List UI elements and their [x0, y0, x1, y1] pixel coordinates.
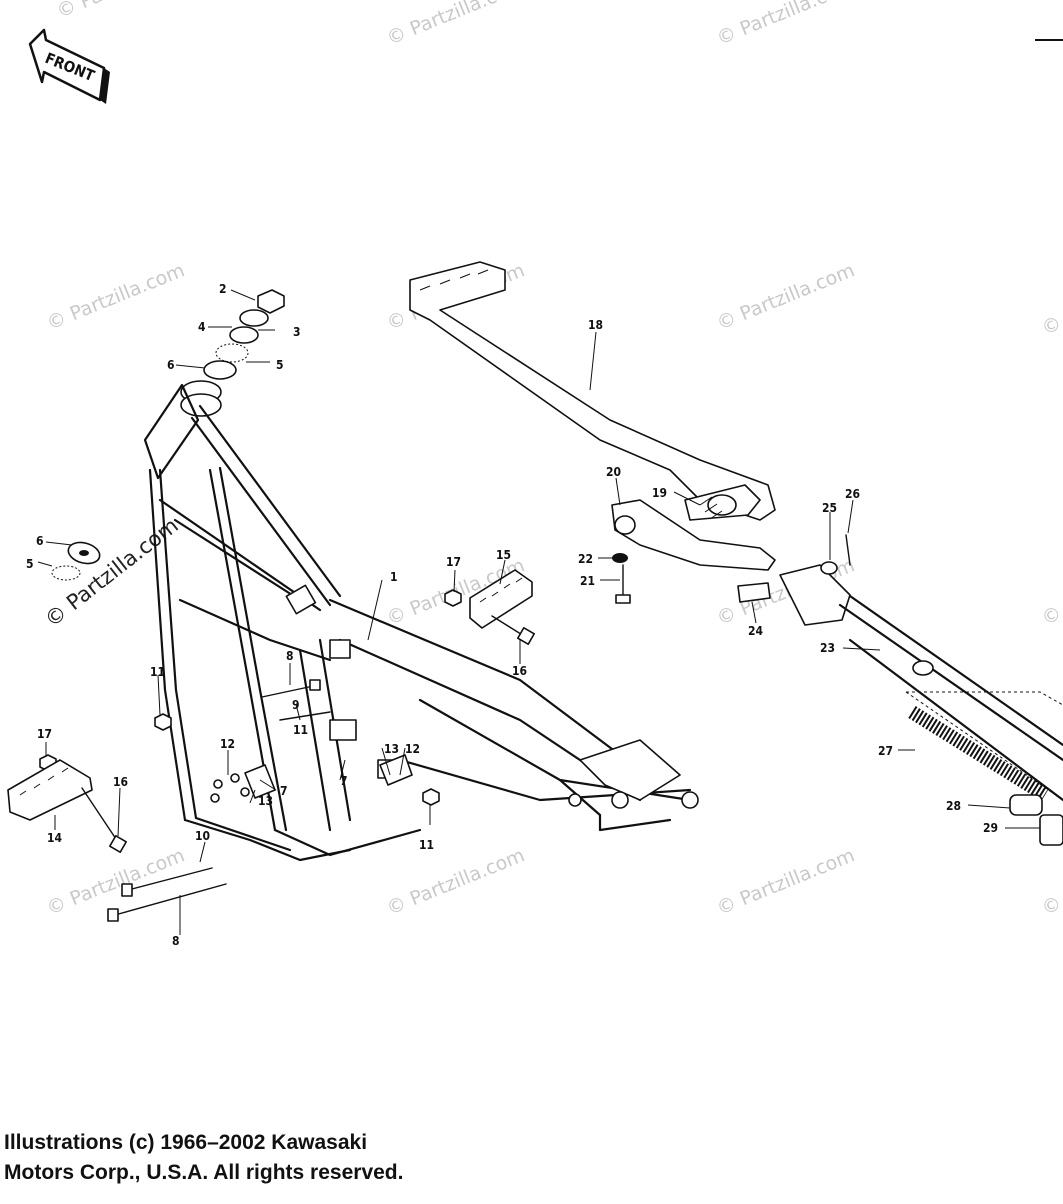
- callout-18: 18: [588, 318, 603, 332]
- callout-8: 8: [172, 934, 180, 948]
- head-cup-lower: [180, 393, 222, 417]
- bolt-10: [127, 867, 213, 891]
- main-frame: [143, 383, 699, 862]
- footrest-15: [469, 569, 533, 629]
- lower-bearing-parts: [51, 541, 101, 581]
- pedal-18: [409, 261, 776, 521]
- callout-20: 20: [606, 465, 621, 479]
- callout-23: 23: [820, 641, 835, 655]
- footrests: [7, 569, 535, 853]
- callout-5: 5: [276, 358, 284, 372]
- watermark: © Partzilla.com: [54, 0, 198, 23]
- callout-16: 16: [113, 775, 128, 789]
- nuts: [39, 589, 462, 806]
- callout-12: 12: [220, 737, 235, 751]
- callout-13: 13: [258, 794, 273, 808]
- watermark: © Partzilla.com: [714, 259, 858, 334]
- callout-29: 29: [983, 821, 998, 835]
- callout-25: 25: [822, 501, 837, 515]
- callout-28: 28: [946, 799, 961, 813]
- callout-6: 6: [167, 358, 175, 372]
- watermark: © Partzilla.com: [1039, 264, 1063, 339]
- callout-12: 12: [405, 742, 420, 756]
- callout-19: 19: [652, 486, 667, 500]
- copyright-line-1: Illustrations (c) 1966–2002 Kawasaki: [4, 1131, 368, 1154]
- watermark: © Partzilla.com: [1039, 844, 1063, 919]
- callout-22: 22: [578, 552, 593, 566]
- bearing-5: [215, 343, 249, 363]
- footrest-14: [7, 759, 93, 821]
- side-stand-20: [611, 499, 776, 604]
- watermark: © Partzilla.com: [714, 0, 858, 50]
- watermark: © Partzilla.com: [384, 844, 528, 919]
- callout-13: 13: [384, 742, 399, 756]
- bolts: [107, 679, 331, 922]
- front-arrow-icon: FRONT: [28, 28, 110, 104]
- callout-14: 14: [47, 831, 63, 845]
- race-4: [229, 326, 259, 344]
- copyright-notice: Illustrations (c) 1966–2002 Kawasaki Mot…: [4, 1128, 403, 1188]
- callout-3: 3: [293, 325, 301, 339]
- steering-head-parts: [180, 289, 285, 417]
- callout-26: 26: [845, 487, 860, 501]
- watermarks: © Partzilla.com © Partzilla.com © Partzi…: [40, 0, 1063, 920]
- watermark: © Partzilla.com: [40, 513, 182, 632]
- callout-16: 16: [512, 664, 527, 678]
- callout-11: 11: [150, 665, 165, 679]
- watermark: © Partzilla.com: [714, 844, 858, 919]
- callout-6: 6: [36, 534, 44, 548]
- bolt-8-lower: [114, 883, 227, 916]
- stand-parts: [737, 534, 1063, 846]
- callout-9: 9: [292, 698, 300, 712]
- callout-17: 17: [446, 555, 461, 569]
- callout-11: 11: [419, 838, 434, 852]
- callout-27: 27: [878, 744, 893, 758]
- callout-5: 5: [26, 557, 34, 571]
- callout-2: 2: [219, 282, 227, 296]
- callout-17: 17: [37, 727, 52, 741]
- washer-3: [239, 309, 269, 327]
- engine-mount-plates: [210, 754, 413, 803]
- callout-15: 15: [496, 548, 511, 562]
- leader-lines: [37, 289, 1040, 935]
- callout-8: 8: [286, 649, 294, 663]
- watermark: © Partzilla.com: [384, 0, 528, 50]
- copyright-line-2: Motors Corp., U.S.A. All rights reserved…: [4, 1161, 404, 1184]
- nut-2: [257, 289, 285, 314]
- callout-10: 10: [195, 829, 210, 843]
- callout-24: 24: [748, 624, 764, 638]
- callout-4: 4: [198, 320, 206, 334]
- callout-7: 7: [280, 784, 288, 798]
- callout-1: 1: [390, 570, 398, 584]
- callouts: 2 4 3 6 5 6 5 1 8 9 11 11 11 12 12 13 13…: [26, 282, 998, 948]
- callout-21: 21: [580, 574, 595, 588]
- race-6: [203, 360, 237, 380]
- bolt-8-upper: [261, 684, 319, 698]
- callout-7: 7: [340, 774, 348, 788]
- watermark: © Partzilla.com: [44, 259, 188, 334]
- callout-11: 11: [293, 723, 308, 737]
- watermark: © Partzilla.com: [1039, 554, 1063, 629]
